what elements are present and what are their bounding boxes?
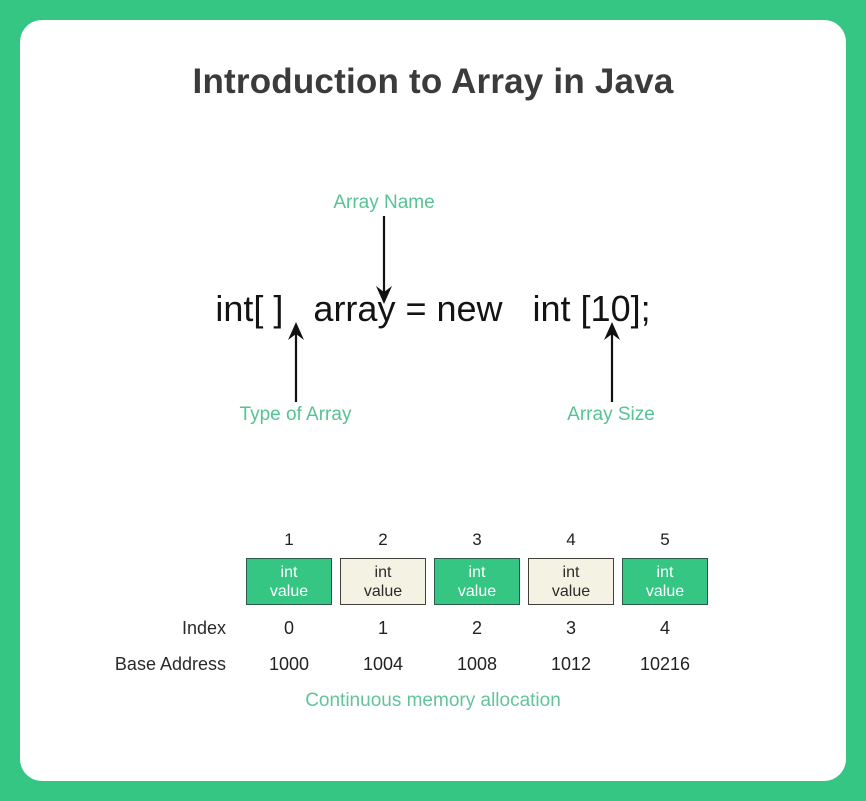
memory-caption: Continuous memory allocation	[305, 690, 561, 711]
address-value: 1004	[362, 654, 404, 674]
address-row-label: Base Address	[114, 654, 226, 674]
address-value: 1008	[456, 654, 498, 674]
cell-number: 2	[378, 530, 388, 549]
memory-cell-type: int	[374, 563, 392, 581]
memory-cell-type: int	[280, 563, 298, 581]
page-title: Introduction to Array in Java	[192, 62, 674, 101]
cell-number: 1	[284, 530, 294, 549]
memory-cell-value: value	[551, 582, 591, 600]
cell-number: 5	[660, 530, 670, 549]
memory-cell-value: value	[269, 582, 309, 600]
memory-cell-value: value	[457, 582, 497, 600]
arrow-up-icon	[604, 322, 620, 402]
annotation-array-name: Array Name	[333, 192, 435, 213]
address-value: 1012	[550, 654, 592, 674]
memory-cell-type: int	[562, 563, 580, 581]
index-value: 2	[471, 618, 482, 638]
memory-cell: int value	[434, 558, 520, 605]
memory-cell: int value	[340, 558, 426, 605]
address-row: Base Address 1000 1004 1008 1012 10216	[20, 654, 846, 678]
cell-number: 4	[566, 530, 576, 549]
index-row: Index 0 1 2 3 4	[20, 618, 846, 642]
address-value: 1000	[268, 654, 310, 674]
memory-cell-value: value	[363, 582, 403, 600]
annotation-type-of-array: Type of Array	[239, 404, 352, 425]
index-value: 3	[565, 618, 576, 638]
index-values: 0 1 2 3 4	[246, 618, 716, 639]
cell-number: 3	[472, 530, 482, 549]
memory-cell-type: int	[468, 563, 486, 581]
index-value: 4	[659, 618, 670, 638]
memory-cell-value: value	[645, 582, 685, 600]
memory-cell-row: int value int value int value int value …	[246, 558, 716, 605]
arrow-up-icon	[288, 322, 304, 402]
annotation-array-size: Array Size	[567, 404, 655, 425]
arrow-down-icon	[376, 216, 392, 304]
memory-cell: int value	[528, 558, 614, 605]
address-values: 1000 1004 1008 1012 10216	[246, 654, 716, 675]
address-value: 10216	[639, 654, 691, 674]
memory-cell: int value	[246, 558, 332, 605]
cell-number-row: 1 2 3 4 5	[246, 530, 716, 550]
memory-cell-type: int	[656, 563, 674, 581]
memory-cell: int value	[622, 558, 708, 605]
index-row-label: Index	[181, 618, 226, 638]
code-declaration: int[ ] array = new int [10];	[215, 288, 651, 329]
index-value: 1	[377, 618, 388, 638]
content-card: Introduction to Array in Java Array Name…	[20, 20, 846, 781]
index-value: 0	[283, 618, 294, 638]
